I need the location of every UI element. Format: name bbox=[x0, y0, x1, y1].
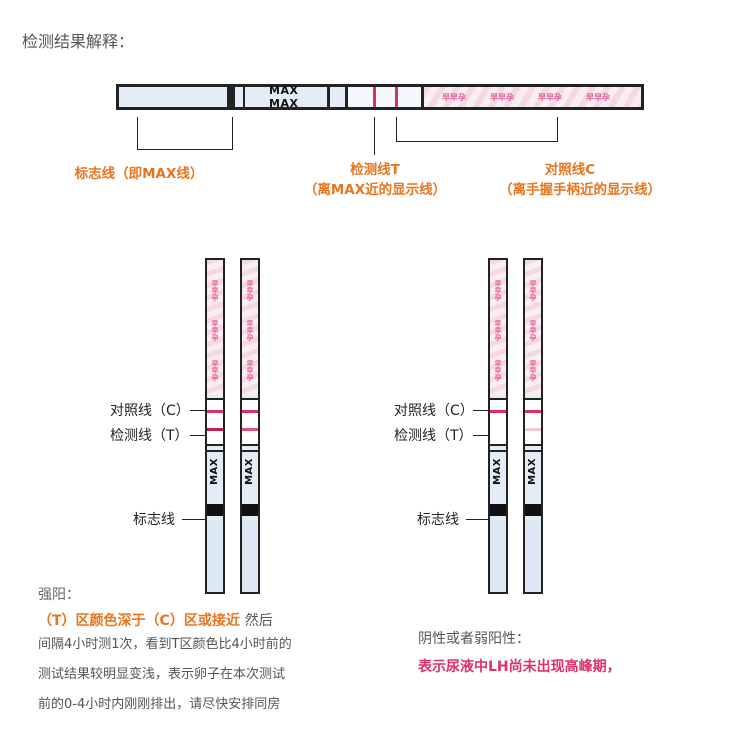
label-control-line-sub: （离手握手柄近的显示线） bbox=[499, 182, 661, 198]
label-marker: 标志线 bbox=[133, 512, 175, 528]
label-test-t: 检测线（T） bbox=[110, 428, 189, 444]
page-title: 检测结果解释： bbox=[22, 32, 135, 51]
control-line-c bbox=[207, 410, 223, 413]
negative-desc: 表示尿液中LH尚未出现高峰期， bbox=[418, 659, 621, 675]
result-window bbox=[348, 87, 421, 107]
max-text-1: MAX bbox=[269, 84, 299, 97]
control-line-c bbox=[395, 87, 398, 107]
positive-desc-2: 测试结果较明显变浅，表示卵子在本次测试 bbox=[38, 667, 286, 682]
positive-emphasis: （T）区颜色深于（C）区或接近 然后 bbox=[38, 610, 273, 630]
label-marker: 标志线 bbox=[417, 512, 459, 528]
marker-line bbox=[525, 504, 541, 516]
strip-handle-pattern: 早早孕 早早孕 早早孕 bbox=[242, 260, 258, 395]
label-test-line: 检测线T bbox=[350, 162, 400, 178]
strip-handle-pattern: 早早孕 早早孕 早早孕 早早孕 bbox=[424, 87, 641, 107]
strip-handle-pattern: 早早孕 早早孕 早早孕 bbox=[490, 260, 506, 395]
label-control-c: 对照线（C） bbox=[110, 403, 190, 419]
label-control-line: 对照线C bbox=[544, 162, 596, 178]
positive-desc-3: 前的0-4小时内刚刚排出，请尽快安排同房 bbox=[38, 697, 281, 712]
max-text: MAX bbox=[492, 458, 503, 485]
strip-divider bbox=[345, 87, 348, 107]
control-line-c bbox=[490, 410, 506, 413]
positive-desc-1: 间隔4小时测1次，看到T区颜色比4小时前的 bbox=[38, 637, 292, 652]
strip-positive-2: 早早孕 早早孕 早早孕 MAX bbox=[240, 258, 260, 594]
max-text-2: MAX bbox=[269, 97, 299, 110]
strip-divider bbox=[243, 87, 245, 107]
marker-line bbox=[207, 504, 223, 516]
max-text: MAX bbox=[527, 458, 538, 485]
result-window bbox=[490, 398, 506, 446]
positive-emphasis-text: （T）区颜色深于（C）区或接近 bbox=[38, 613, 240, 629]
test-line-t bbox=[207, 428, 223, 431]
label-control-c: 对照线（C） bbox=[394, 403, 474, 419]
label-test-line-sub: （离MAX近的显示线） bbox=[303, 182, 447, 198]
label-marker-line: 标志线（即MAX线） bbox=[74, 166, 204, 182]
test-line-t bbox=[373, 87, 376, 107]
strip-positive-1: 早早孕 早早孕 早早孕 MAX bbox=[205, 258, 225, 594]
result-window bbox=[242, 398, 258, 446]
strip-negative-2: 早早孕 早早孕 早早孕 MAX bbox=[523, 258, 543, 594]
control-line-c bbox=[525, 410, 541, 413]
label-test-t: 检测线（T） bbox=[394, 428, 473, 444]
positive-emphasis-rest: 然后 bbox=[244, 613, 273, 629]
result-window bbox=[525, 398, 541, 446]
max-text: MAX bbox=[209, 458, 220, 485]
negative-title: 阴性或者弱阳性： bbox=[418, 631, 530, 647]
strip-handle-pattern: 早早孕 早早孕 早早孕 bbox=[525, 260, 541, 395]
connector-control bbox=[396, 117, 558, 142]
marker-line bbox=[242, 504, 258, 516]
connector-test bbox=[374, 117, 375, 155]
result-window bbox=[207, 398, 223, 446]
strip-divider bbox=[421, 87, 424, 107]
connector-marker-left bbox=[137, 117, 138, 149]
test-strip-horizontal: MAX MAX 早早孕 早早孕 早早孕 早早孕 bbox=[116, 84, 644, 110]
control-line-c bbox=[242, 410, 258, 413]
max-text: MAX bbox=[244, 458, 255, 485]
strip-negative-1: 早早孕 早早孕 早早孕 MAX bbox=[488, 258, 508, 594]
positive-title: 强阳： bbox=[38, 587, 80, 603]
test-line-t bbox=[242, 428, 258, 431]
strip-marker-block bbox=[227, 87, 235, 107]
test-line-t bbox=[525, 428, 541, 431]
marker-line bbox=[490, 504, 506, 516]
strip-divider bbox=[327, 87, 330, 107]
connector-marker bbox=[137, 117, 233, 150]
strip-handle-pattern: 早早孕 早早孕 早早孕 bbox=[207, 260, 223, 395]
